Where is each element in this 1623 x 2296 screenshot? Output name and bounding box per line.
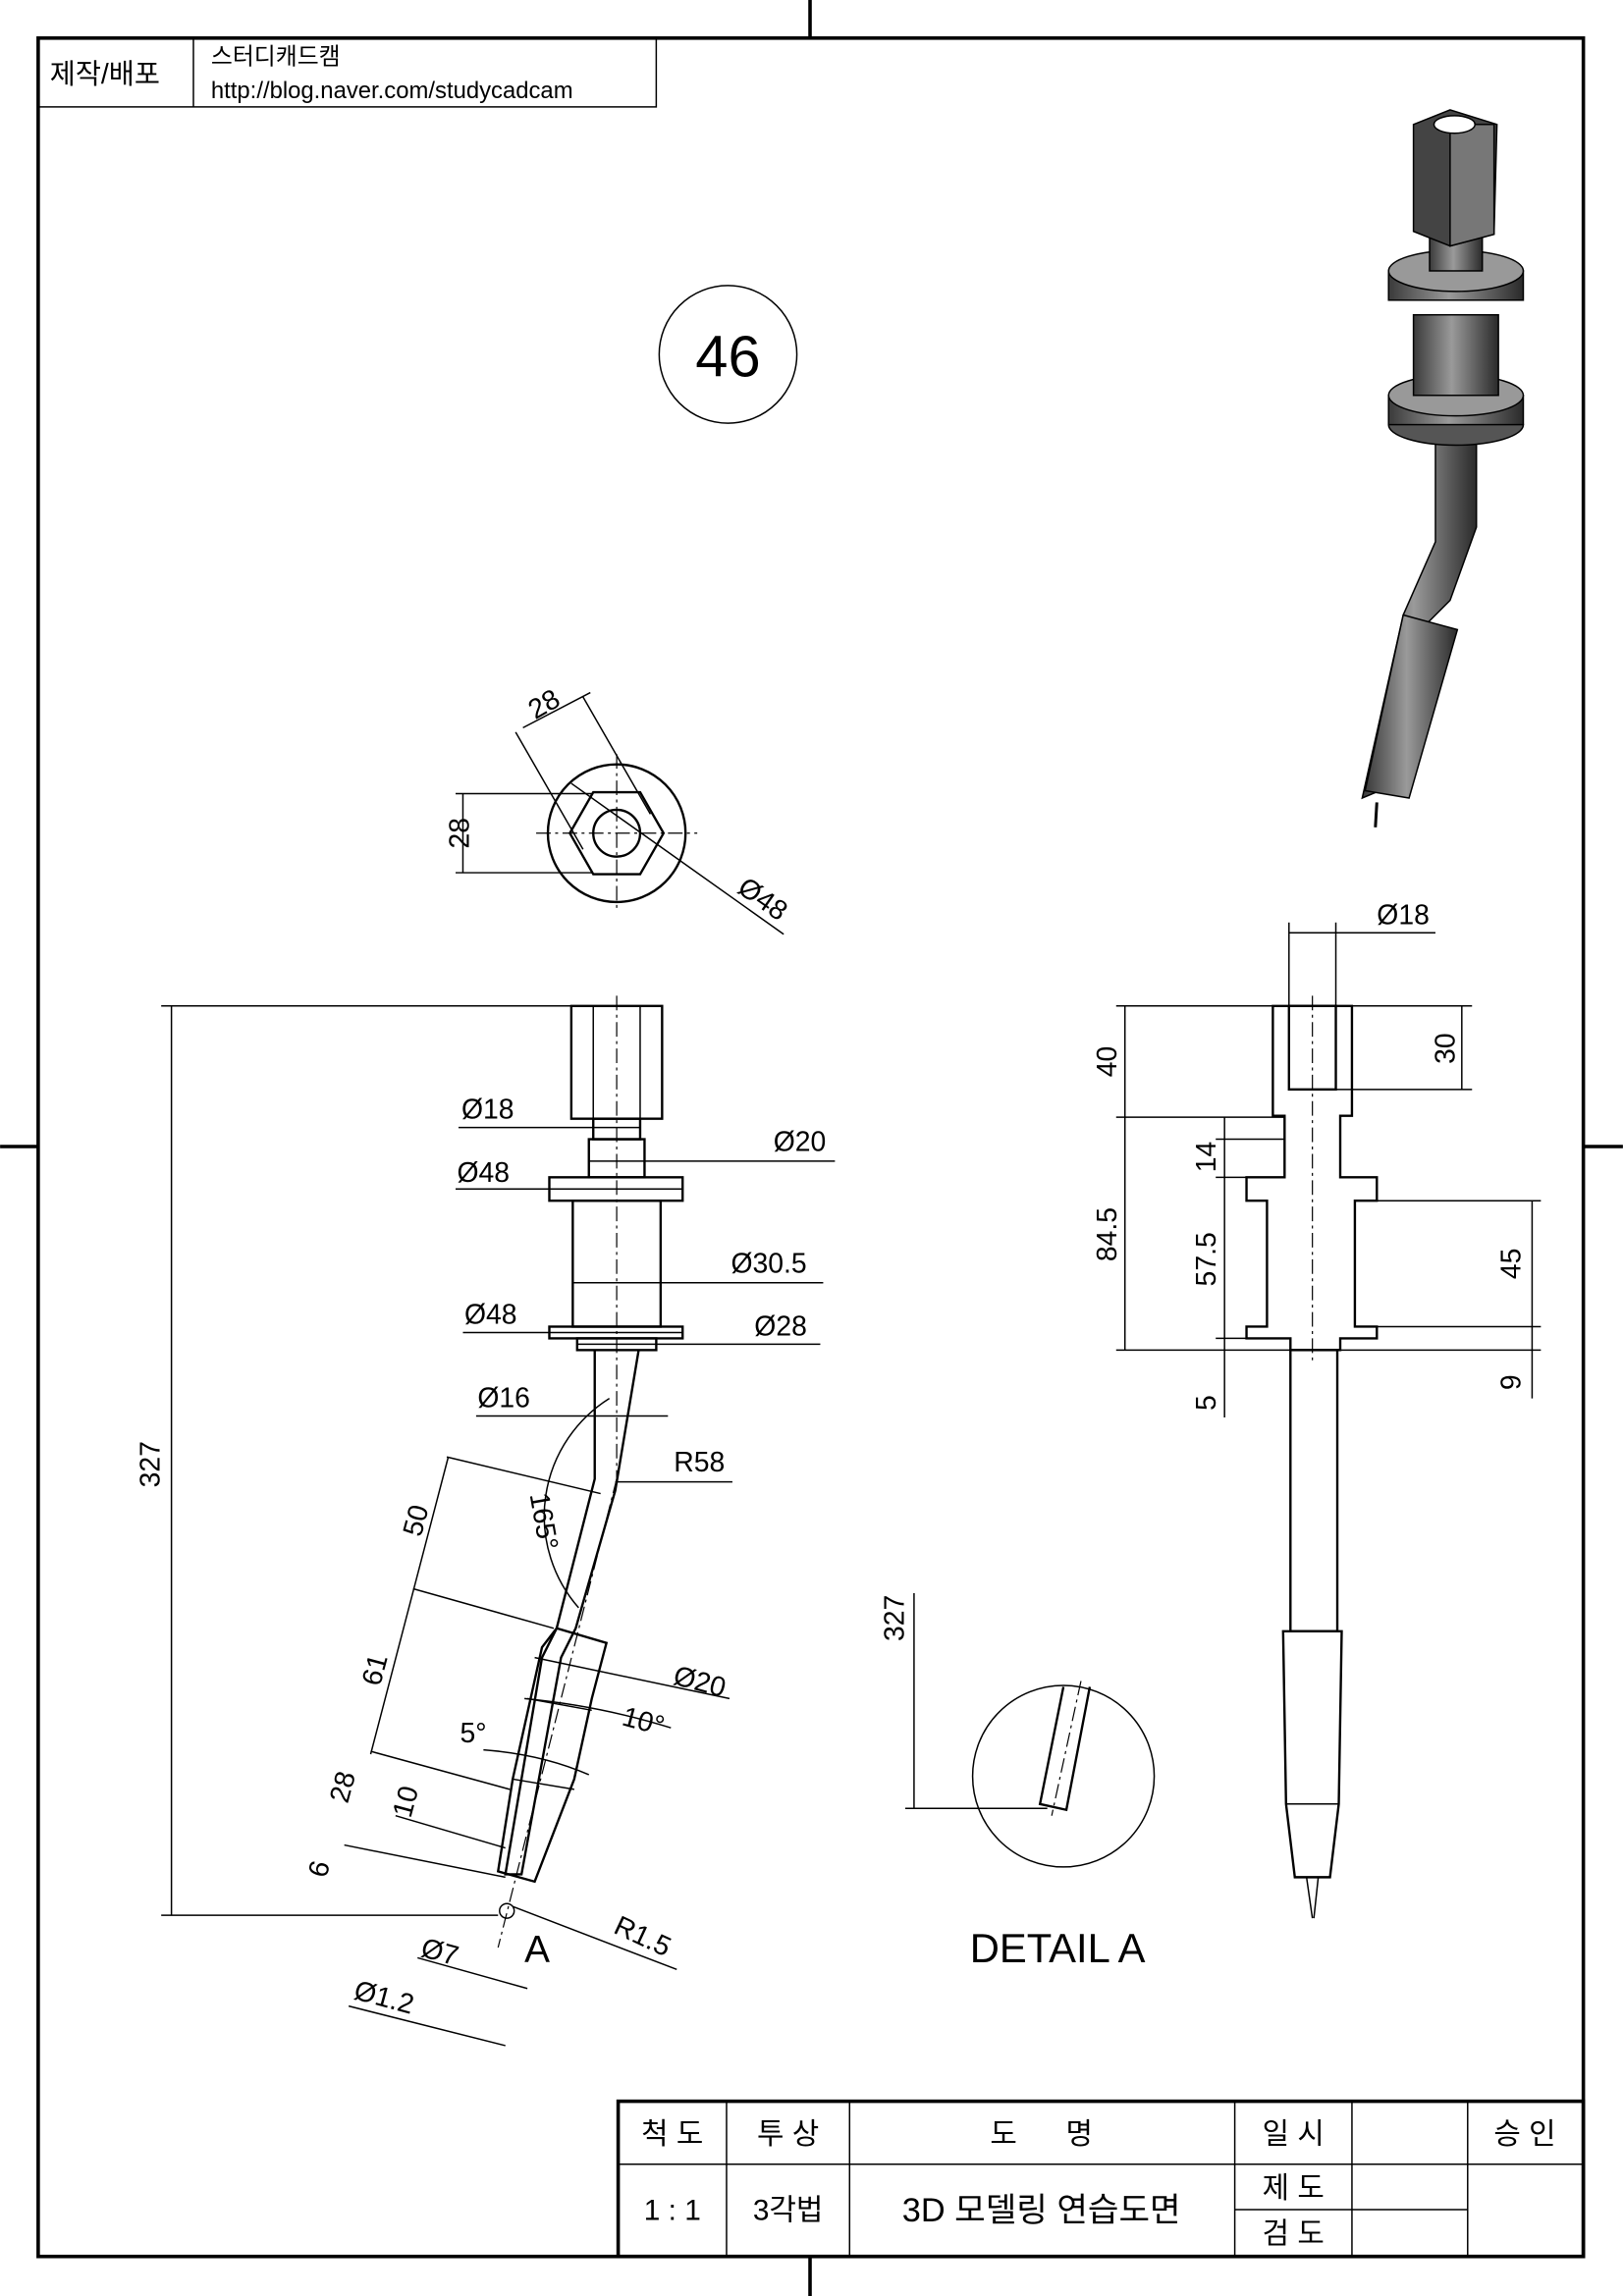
dimension-label: R58 [674,1447,725,1478]
dimension-label: Ø7 [418,1932,462,1972]
front-view: 327 Ø18 Ø20 Ø48 Ø30.5 Ø48 Ø28 Ø16 R58 16… [135,995,836,2047]
dimension-label: 3각법 [753,2194,823,2226]
title-block: 척 도 투 상 도 명 일 시 승 인 1 : 1 3각법 3D 모델링 연습도… [616,2099,1586,2259]
dimension-label: 투 상 [757,2118,819,2151]
dimension-label: 10 [387,1783,425,1821]
dimension-label: 327 [879,1595,910,1641]
detail-a-label: DETAIL A [970,1925,1146,1971]
drawing-number: 46 [695,323,760,389]
dimension-label: 327 [135,1441,167,1487]
dimension-label: 50 [397,1502,435,1540]
dimension-label: 제 도 [1263,2172,1325,2205]
detail-a-view: 327 DETAIL A [879,1592,1156,1971]
dimension-label: 일 시 [1263,2118,1325,2151]
dimension-label: 28 [523,683,566,725]
isometric-view [1361,109,1525,828]
dimension-label: 5 [1191,1395,1222,1411]
dimension-label: Ø16 [477,1383,530,1415]
dimension-label: Ø48 [464,1300,517,1331]
dimension-label: R1.5 [610,1910,676,1963]
dimension-label: Ø1.2 [351,1975,417,2021]
header-label: 제작/배포 [50,59,160,90]
dimension-label: 승 인 [1493,2118,1555,2151]
dimension-label: 40 [1092,1046,1123,1078]
header-url[interactable]: http://blog.naver.com/studycadcam [211,78,573,104]
dimension-label: 28 [444,818,475,849]
dimension-label: 28 [324,1768,362,1806]
dimension-label: 57.5 [1191,1232,1222,1286]
dimension-label: Ø18 [461,1095,514,1126]
dimension-label: Ø20 [774,1126,827,1157]
dimension-label: 61 [356,1651,395,1689]
dimension-label: Ø28 [754,1310,807,1342]
dimension-label: 165° [523,1490,565,1552]
dimension-label: Ø20 [671,1660,730,1704]
header-author: 스터디캐드캠 [211,44,341,71]
dimension-label: 1 : 1 [644,2194,701,2226]
dimension-label: 검 도 [1263,2217,1325,2250]
dimension-label: 45 [1495,1249,1527,1280]
top-view: 28 28 Ø48 [444,683,793,935]
dimension-label: 9 [1495,1374,1527,1390]
drawing-number-balloon: 46 [658,285,798,424]
dimension-label: Ø48 [458,1157,511,1189]
drawing-title: 3D 모델링 연습도면 [902,2192,1181,2229]
dimension-label: 6 [302,1857,337,1881]
dimension-label: 84.5 [1092,1207,1123,1261]
section-view: Ø18 40 30 14 84.5 57.5 5 45 9 [1092,899,1542,1919]
dimension-label: 14 [1191,1142,1222,1173]
dimension-label: 척 도 [641,2118,703,2151]
dimension-label: 30 [1430,1033,1461,1064]
dimension-label: 10° [619,1701,668,1742]
dimension-label: Ø48 [732,872,793,928]
detail-callout-a: A [524,1929,550,1971]
author-header: 제작/배포 스터디캐드캠 http://blog.naver.com/study… [37,37,658,108]
dimension-label: Ø18 [1377,899,1430,931]
dimension-label: 5° [460,1718,486,1749]
dimension-label: Ø30.5 [730,1248,806,1279]
dimension-label: 도 명 [990,2118,1093,2151]
